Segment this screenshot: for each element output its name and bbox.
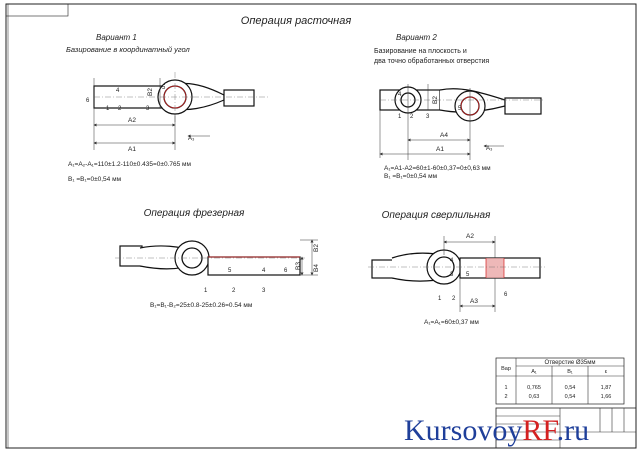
milling-num-6: 6 — [284, 268, 288, 274]
boring-title: Операция расточная — [241, 15, 352, 27]
milling-formula: B₁=B₁-B₂=25±0.8-25±0.26=0.54 мм — [150, 302, 253, 309]
variant1-dim-a2: A2 — [128, 117, 136, 124]
table-row1-a: 0,765 — [527, 385, 541, 391]
variant2-base-line1: Базирование на плоскость и — [374, 48, 467, 55]
variant2-base-line2: два точно обработанных отверстия — [374, 57, 489, 65]
variant2-label: Вариант 2 — [396, 33, 437, 42]
variant2-dim-a1: A1 — [436, 146, 444, 153]
variant2-dim-b2: B2 — [432, 96, 439, 104]
table-row2-a: 0,63 — [529, 394, 540, 400]
milling-title: Операция фрезерная — [144, 207, 245, 219]
variant1-label: Вариант 1 — [96, 33, 137, 42]
variant1-formula-a: A₁=A₂-A₁=110±1.2-110±0.435=0±0.765 мм — [68, 161, 192, 168]
variant1-dim-a3: A₃ — [188, 136, 195, 142]
variant2-num-3: 3 — [426, 114, 430, 120]
milling-num-1: 1 — [204, 288, 208, 294]
drilling-num-1: 1 — [438, 296, 442, 302]
table-row2-e: 1,66 — [601, 394, 612, 400]
milling-dim-b2: B2 — [313, 244, 320, 252]
variant1-part — [93, 72, 270, 150]
variant2-dim-a3: A₃ — [486, 146, 493, 152]
drilling-dim-a3: A3 — [470, 298, 478, 305]
watermark-part1: Kursovoy — [404, 414, 522, 447]
variant2-formula-b: B₁ =B₁=0±0,54 мм — [384, 173, 438, 180]
variant2-part — [379, 84, 545, 160]
milling-num-2: 2 — [232, 288, 236, 294]
variant2-num-4: 4 — [398, 92, 402, 98]
milling-dim-b3: B3 — [295, 262, 302, 270]
table-col-a: A₁ — [531, 369, 537, 375]
table-header: Отверстие Ø35мм — [545, 360, 596, 366]
table-row1-var: 1 — [504, 385, 507, 391]
table-col-e: ε — [605, 369, 608, 375]
variant2-num-5: 5 — [458, 106, 462, 112]
variant1-num-5: 5 — [162, 85, 166, 91]
milling-num-5: 5 — [228, 268, 232, 274]
drilling-num-3: 3 — [450, 272, 454, 278]
sheet-frame — [5, 3, 637, 449]
variant1-num-1: 1 — [106, 106, 110, 112]
table-col-b: B₁ — [567, 369, 573, 375]
drilling-part — [368, 236, 545, 312]
milling-num-3: 3 — [262, 288, 266, 294]
table-row1-e: 1,87 — [601, 385, 612, 391]
watermark-part3: .ru — [557, 414, 590, 447]
variant1-formula-b: B₁ =B₁=0±0,54 мм — [68, 176, 122, 183]
title-block — [495, 407, 637, 449]
table-row2-var: 2 — [504, 394, 507, 400]
table-row1-b: 0,54 — [565, 385, 576, 391]
variant1-num-4: 4 — [116, 88, 120, 94]
variant1-dim-b2: B2 — [147, 88, 154, 96]
drilling-formula: A₁=A₁=60±0,37 мм — [424, 319, 479, 326]
milling-num-4: 4 — [262, 268, 266, 274]
milling-part — [115, 239, 318, 276]
corner-stamp — [5, 3, 69, 17]
variant1-base: Базирование в координатный угол — [66, 45, 191, 54]
variant2-num-1: 1 — [398, 114, 402, 120]
variant1-num-2: 2 — [118, 106, 122, 112]
drilling-num-6: 6 — [504, 292, 508, 298]
variant2-dim-a4: A4 — [440, 132, 448, 139]
milling-dim-b4: B4 — [313, 264, 320, 272]
table-col-var: Вар — [501, 366, 511, 372]
variant2-num-2: 2 — [410, 114, 414, 120]
watermark-part2: RF — [522, 414, 558, 447]
table-row2-b: 0,54 — [565, 394, 576, 400]
watermark-logo: KursovoyRF.ru — [404, 414, 589, 447]
results-table — [495, 357, 625, 405]
drilling-num-2: 2 — [452, 296, 456, 302]
drilling-dim-a2: A2 — [466, 233, 474, 240]
drilling-title: Операция сверлильная — [382, 210, 491, 221]
drilling-num-5: 5 — [466, 272, 470, 278]
variant1-dim-a1: A1 — [128, 146, 136, 153]
drilling-num-4: 4 — [450, 258, 454, 264]
variant1-num-6: 6 — [86, 98, 90, 104]
variant2-formula-a: A₁=A1-A2=60±1-60±0,37=0±0,63 мм — [384, 165, 491, 172]
variant1-num-3: 3 — [146, 106, 150, 112]
